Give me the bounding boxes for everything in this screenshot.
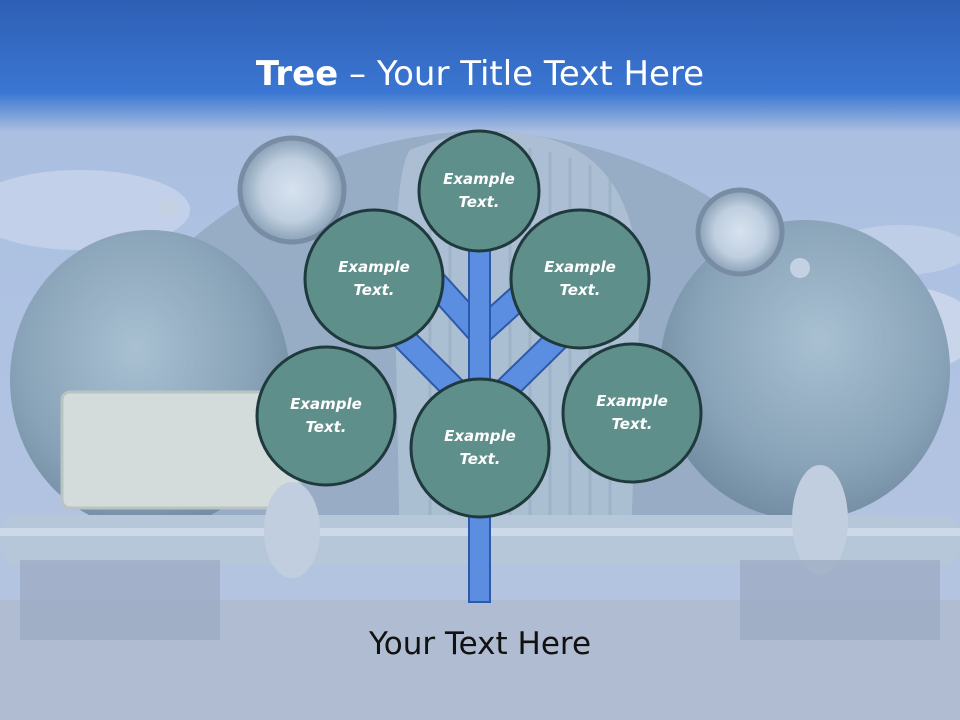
node-upper-left-label: Example Text. bbox=[314, 256, 434, 302]
node-center-label: Example Text. bbox=[420, 425, 540, 471]
node-upper-right bbox=[509, 208, 651, 350]
slide-title: Tree – Your Title Text Here bbox=[0, 52, 960, 96]
node-lower-left-label: Example Text. bbox=[266, 393, 386, 439]
node-center-label-line2: Text. bbox=[459, 450, 501, 468]
caption-text: Your Text Here bbox=[368, 626, 592, 662]
title-bold: Tree bbox=[255, 54, 339, 94]
node-upper-right-label-line1: Example bbox=[544, 258, 616, 276]
node-lower-right bbox=[561, 342, 703, 484]
node-upper-right-label-line2: Text. bbox=[559, 281, 601, 299]
node-lower-left-label-line1: Example bbox=[290, 395, 362, 413]
node-lower-right-label-line2: Text. bbox=[611, 415, 653, 433]
title-rest: – Your Title Text Here bbox=[338, 54, 705, 94]
node-top-label-line1: Example bbox=[443, 170, 515, 188]
node-center-label-line1: Example bbox=[444, 427, 516, 445]
node-upper-left bbox=[303, 208, 445, 350]
node-upper-left-label-line1: Example bbox=[338, 258, 410, 276]
node-lower-left bbox=[255, 345, 397, 487]
node-top-label-line2: Text. bbox=[458, 193, 500, 211]
node-top bbox=[417, 129, 541, 253]
tree-nodes bbox=[255, 129, 703, 519]
node-center bbox=[409, 377, 551, 519]
node-lower-right-label: Example Text. bbox=[572, 390, 692, 436]
node-upper-left-label-line2: Text. bbox=[353, 281, 395, 299]
node-upper-right-label: Example Text. bbox=[520, 256, 640, 302]
title-band bbox=[0, 0, 960, 132]
node-top-label: Example Text. bbox=[419, 168, 539, 214]
node-lower-right-label-line1: Example bbox=[596, 392, 668, 410]
node-lower-left-label-line2: Text. bbox=[305, 418, 347, 436]
